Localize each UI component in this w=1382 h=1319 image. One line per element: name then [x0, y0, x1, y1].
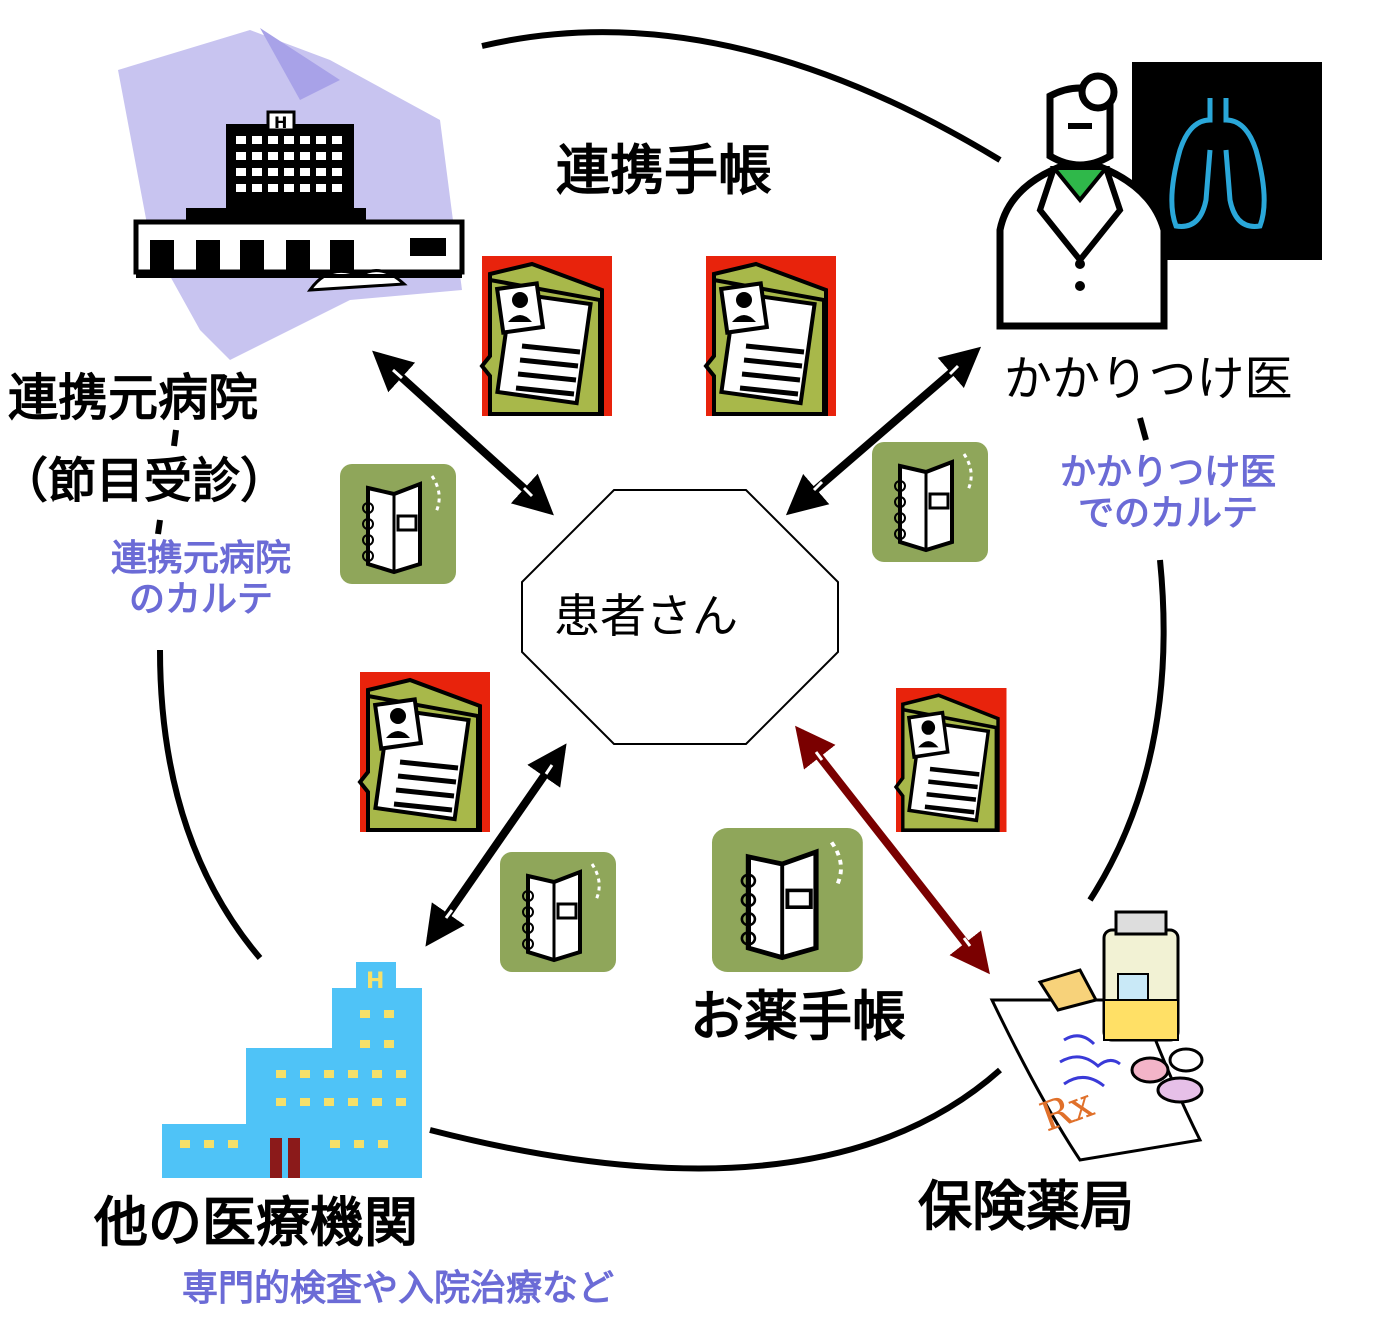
patient-folder-icon — [482, 256, 612, 416]
circle-arc-right — [1087, 559, 1167, 902]
source-hospital-label: 連携元病院 — [8, 369, 258, 427]
patient-label: 患者さん — [554, 589, 738, 643]
circle-arc-left — [157, 649, 263, 960]
circle-tick-left-1 — [171, 429, 179, 447]
arrow-pharmacy — [795, 725, 990, 975]
patient-folder-icon — [706, 256, 836, 416]
family-doctor-chart-line-2: でのカルテ — [1077, 493, 1258, 535]
family-doctor-chart-line-1: かかりつけ医 — [1059, 452, 1277, 493]
circle-tick-left-2 — [155, 519, 163, 535]
notebook-icon — [498, 850, 618, 974]
circle-tick-right — [1137, 417, 1149, 441]
other-institution-label: 他の医療機関 — [94, 1191, 418, 1254]
patient-octagon — [521, 489, 839, 745]
family-doctor-label: かかりつけ医 — [1004, 351, 1293, 407]
patient-folder-icon — [360, 672, 490, 832]
source-hospital-chart-line-2: のカルテ — [128, 579, 273, 621]
network-circle — [155, 29, 1167, 1172]
pharmacy-label: 保険薬局 — [918, 1175, 1134, 1238]
notebook-icon — [338, 462, 458, 586]
family-doctor-chart-label: かかりつけ医 でのカルテ — [1026, 452, 1310, 535]
arrows — [372, 346, 990, 975]
notebook-icon — [870, 440, 990, 564]
arrow-other-institution — [425, 743, 567, 947]
arrow-source-hospital — [372, 350, 554, 516]
svg-text:H: H — [274, 113, 287, 132]
hospital-building-icon: H — [118, 28, 465, 360]
arrow-family-doctor — [785, 346, 982, 516]
source-hospital-chart-line-1: 連携元病院 — [110, 538, 291, 579]
patient-folder-icon — [896, 688, 1007, 832]
svg-text:H: H — [366, 969, 384, 994]
collaboration-notebook-title: 連携手帳 — [556, 139, 772, 202]
source-hospital-chart-label: 連携元病院 のカルテ — [76, 538, 326, 621]
notebook-icon — [712, 828, 863, 972]
source-hospital-subtitle: （節目受診） — [0, 453, 289, 509]
medicine-notebook-label: お薬手帳 — [690, 985, 906, 1048]
blue-hospital-icon: H — [162, 962, 422, 1178]
pharmacy-medicine-icon: Rx — [989, 910, 1204, 1162]
circle-arc-top — [481, 29, 1002, 163]
doctor-xray-icon — [996, 62, 1322, 330]
other-institution-subtitle: 専門的検査や入院治療など — [182, 1268, 615, 1309]
circle-arc-bottom — [429, 1067, 1002, 1172]
